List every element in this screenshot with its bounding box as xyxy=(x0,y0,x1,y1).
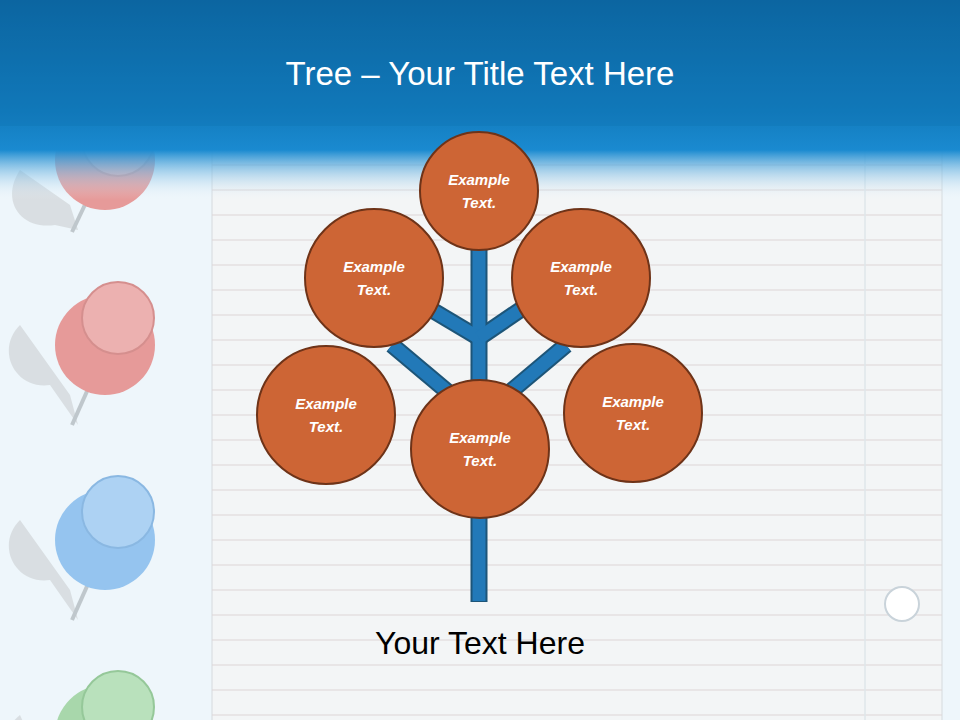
circle-label: Example Text. xyxy=(436,168,522,214)
circle-label: Example Text. xyxy=(538,255,624,301)
circle-label: Example Text. xyxy=(437,426,523,472)
caption-text: Your Text Here xyxy=(260,620,700,666)
circle-outline xyxy=(304,208,444,348)
leaf-circle: Example Text. xyxy=(419,131,539,251)
leaf-circle: Example Text. xyxy=(410,379,550,519)
circle-outline xyxy=(419,131,539,251)
circle-outline xyxy=(511,208,651,348)
circle-label: Example Text. xyxy=(331,255,417,301)
leaf-circle: Example Text. xyxy=(563,343,703,483)
circle-label: Example Text. xyxy=(283,392,369,438)
leaf-circle: Example Text. xyxy=(304,208,444,348)
circle-label: Example Text. xyxy=(590,390,676,436)
leaf-circle: Example Text. xyxy=(511,208,651,348)
circle-outline xyxy=(256,345,396,485)
circle-outline xyxy=(410,379,550,519)
circle-outline xyxy=(563,343,703,483)
leaf-circle: Example Text. xyxy=(256,345,396,485)
notebook-paper xyxy=(212,140,942,720)
slide-title: Tree – Your Title Text Here xyxy=(0,48,960,100)
